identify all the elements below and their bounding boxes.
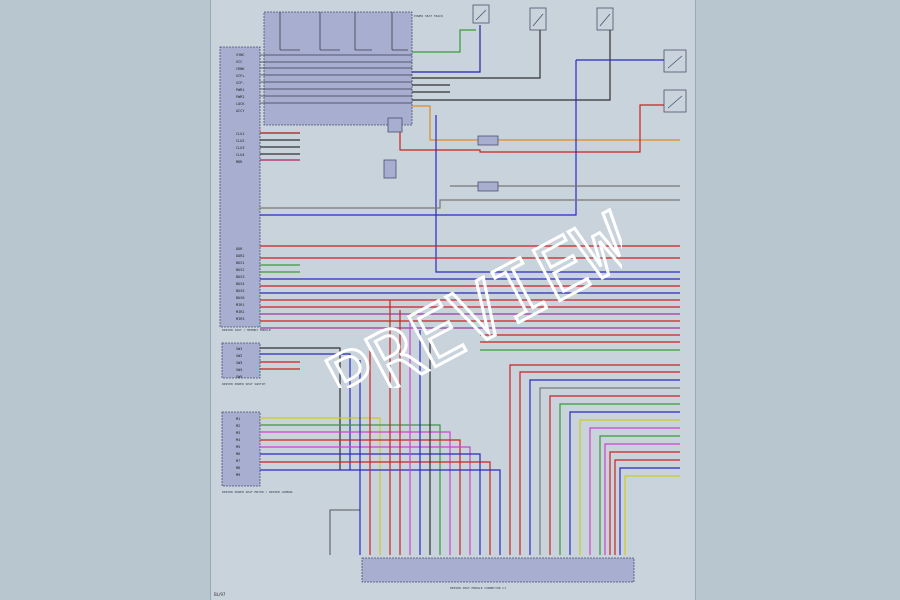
motor-pin: M6 bbox=[236, 452, 240, 456]
bottom-connector-label: DRIVER SEAT MODULE CONNECTOR C1 bbox=[450, 586, 506, 590]
ecu-mid-pin: CLU2 bbox=[236, 139, 244, 143]
ecu-low-pin: DOR2 bbox=[236, 254, 244, 258]
ecu-low-pin: BUS3 bbox=[236, 275, 244, 279]
footer-code: BL/97 bbox=[214, 592, 226, 597]
motor-pin: M4 bbox=[236, 438, 240, 442]
top-module-label: POWER SEAT TRACK bbox=[414, 14, 443, 18]
bottom-connector-box bbox=[361, 557, 635, 583]
switch-pin: SW4 bbox=[236, 368, 242, 372]
left-module-label: DRIVER POWER SEAT SWITCH bbox=[222, 382, 266, 386]
ecu-low-pin: DOR bbox=[236, 247, 243, 251]
ecu-low-pin: BUS1 bbox=[236, 261, 244, 265]
ecu-top-pin: LOCK bbox=[236, 102, 245, 106]
ecu-mid-pin: CLU3 bbox=[236, 146, 244, 150]
ecu-mid-pin: MDR bbox=[236, 160, 243, 164]
motor-pin: M5 bbox=[236, 445, 240, 449]
ecu-top-pin: PWR2 bbox=[236, 95, 244, 99]
ecu-mid-pin: CLU4 bbox=[236, 153, 244, 157]
left-module-box bbox=[221, 342, 261, 379]
switch-group bbox=[472, 4, 687, 113]
ecu-top-pin: SCP- bbox=[236, 81, 244, 85]
top-module-box bbox=[263, 11, 413, 126]
motor-pin: M8 bbox=[236, 466, 240, 470]
switch-pin: SW3 bbox=[236, 361, 242, 365]
ecu-low-pin: BUS6 bbox=[236, 296, 244, 300]
ecu-top-pin: CRNK bbox=[236, 67, 245, 71]
ecu-top-pin: ACCY bbox=[236, 109, 245, 113]
motor-pin: M1 bbox=[236, 417, 240, 421]
ecu-top-pin: SYNC bbox=[236, 53, 244, 57]
motor-pin: M9 bbox=[236, 473, 240, 477]
ecu-low-pin: BUS4 bbox=[236, 282, 244, 286]
ecu-top-pin: VCC bbox=[236, 60, 242, 64]
ecu-top-pin: PWR1 bbox=[236, 88, 244, 92]
switch-pin: SW2 bbox=[236, 354, 242, 358]
motor-pin: M3 bbox=[236, 431, 240, 435]
left-module2-label: DRIVER POWER SEAT MOTOR / DRIVER LUMBAR bbox=[222, 490, 293, 494]
ecu-mid-pin: CLU1 bbox=[236, 132, 244, 136]
ecu-low-pin: MIR1 bbox=[236, 303, 244, 307]
ecu-low-pin: MIR2 bbox=[236, 310, 244, 314]
ecu-low-pin: BUS2 bbox=[236, 268, 244, 272]
left-module2-box bbox=[221, 411, 261, 487]
switch-pin: SW5 bbox=[236, 375, 242, 379]
motor-pin: M7 bbox=[236, 459, 240, 463]
main-ecu-box bbox=[219, 46, 261, 328]
ecu-low-pin: MIR3 bbox=[236, 317, 244, 321]
motor-pin: M2 bbox=[236, 424, 240, 428]
ecu-top-pin: SCP+ bbox=[236, 74, 244, 78]
ground-line bbox=[329, 509, 360, 555]
main-ecu-label: DRIVER SEAT / MEMORY MODULE bbox=[222, 328, 271, 332]
switch-pin: SW1 bbox=[236, 347, 242, 351]
ecu-low-pin: BUS5 bbox=[236, 289, 244, 293]
